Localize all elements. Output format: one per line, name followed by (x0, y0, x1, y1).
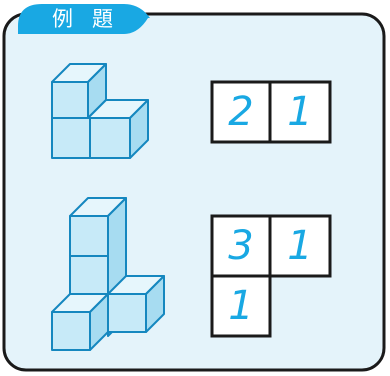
grid-cell (268, 214, 332, 278)
count-grid-2 (210, 214, 332, 338)
grid-value: 3 (228, 223, 254, 269)
header-char: 例 (52, 7, 74, 31)
grid-value: 1 (228, 283, 254, 329)
grid-cell (268, 80, 332, 144)
cube-front-face (89, 117, 131, 159)
tab-background (18, 4, 150, 40)
cube-figure-2 (51, 197, 165, 351)
cube-front-face (51, 117, 91, 159)
cube-front-face (69, 215, 109, 257)
cube-figure-1 (51, 63, 149, 159)
grid-cell (210, 80, 272, 144)
cube-front-face (51, 311, 91, 351)
cube-front-face (107, 293, 147, 333)
header-tab: 例 題 (22, 3, 144, 33)
grid-value: 1 (287, 89, 313, 135)
header-char: 題 (92, 7, 114, 31)
count-grid-1 (210, 80, 332, 144)
grid-cell (210, 274, 272, 338)
cube-front-face (69, 255, 109, 297)
grid-value: 1 (287, 223, 313, 269)
cube-front-face (51, 81, 89, 119)
grid-value: 2 (228, 89, 254, 135)
